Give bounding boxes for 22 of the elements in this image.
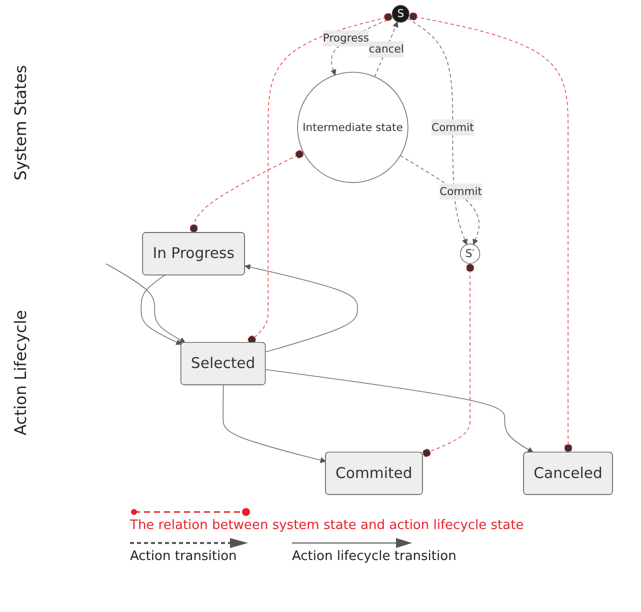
- legend-text: The relation between system state and action lifecycle state: [130, 518, 525, 533]
- edge-label: Progress: [322, 32, 369, 44]
- arrow: [407, 18, 468, 245]
- bracket-label: System States: [10, 64, 30, 180]
- legend-text: Action lifecycle transition: [292, 549, 456, 564]
- arrow: [400, 155, 480, 245]
- arrow: [222, 384, 326, 464]
- arrow: [106, 263, 186, 343]
- connector: [408, 12, 572, 453]
- arrow: [244, 264, 358, 352]
- node-circle: S′: [460, 244, 480, 264]
- node-circle: S: [392, 5, 410, 23]
- node-circle: Intermediate state: [297, 72, 408, 183]
- edge-label: Commit: [432, 120, 474, 134]
- connector: [190, 150, 304, 234]
- arrow: [140, 274, 182, 345]
- legend-text: Action transition: [130, 549, 238, 564]
- bracket-label: Action Lifecycle: [10, 310, 30, 436]
- connector: [422, 263, 474, 457]
- arrow: [265, 369, 534, 453]
- edge-label: cancel: [368, 42, 404, 56]
- edge-label: Commit: [440, 184, 482, 198]
